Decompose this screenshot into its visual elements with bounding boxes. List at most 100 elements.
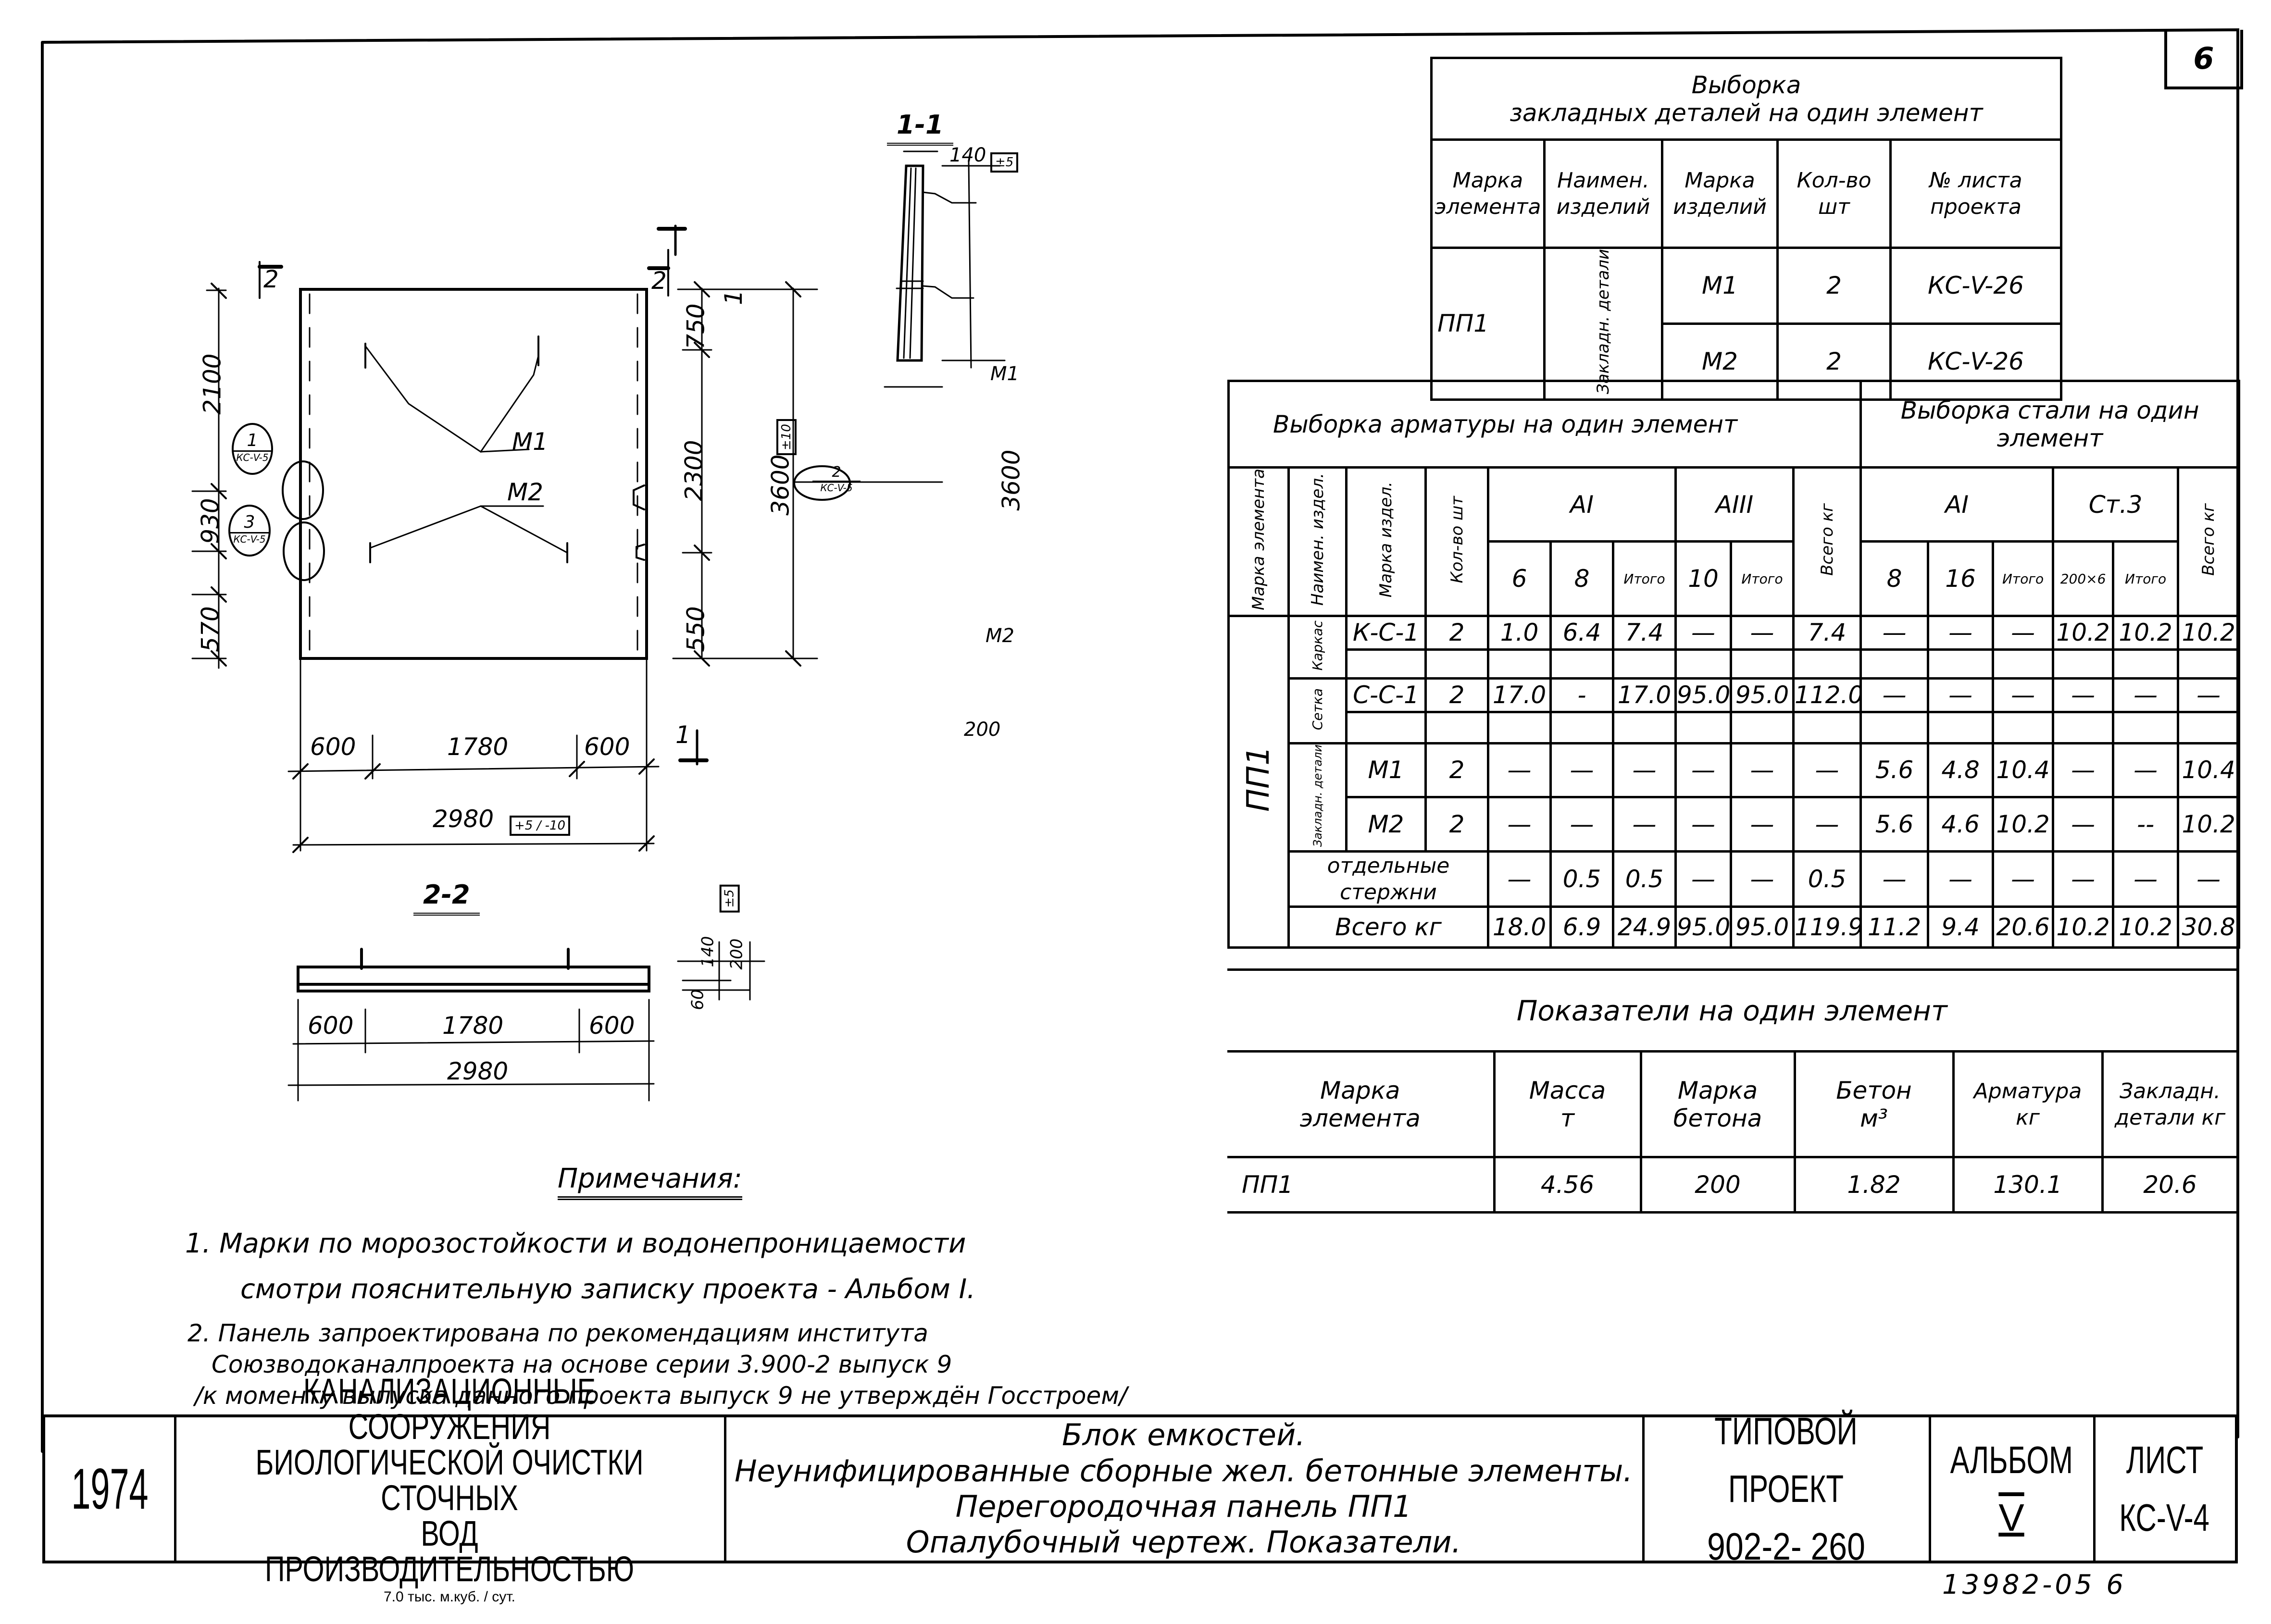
table-cell: 112.0 <box>1792 677 1862 713</box>
item-mark: М1 <box>1661 247 1779 325</box>
table-cell: 20.6 <box>1992 905 2055 949</box>
table-row-separate-bars: отдельные стержни — 0.5 0.5 — — 0.5 — — … <box>1229 850 2241 908</box>
table-cell: 17.0 <box>1487 677 1552 713</box>
table-cell: 0.5 <box>1549 850 1614 908</box>
title-block-description: Блок емкостей. Неунифицированные сборные… <box>725 1417 1645 1561</box>
table-cell: — <box>1927 850 1995 908</box>
item-sheet-ref[interactable]: КС-V-26 <box>1889 247 2062 325</box>
leader-label-m2: M2 <box>986 625 1014 647</box>
table-cell: 1.0 <box>1487 614 1552 651</box>
table-cell: — <box>1612 742 1677 799</box>
header-steel-total-kg: Всего кг <box>2177 466 2241 617</box>
mass-value: 4.56 <box>1493 1156 1642 1214</box>
item-mark: С-С-1 <box>1345 677 1427 713</box>
subheader: 8 <box>1549 540 1614 617</box>
callout-3[interactable]: 3 КС-V-5 <box>228 505 271 557</box>
total-label: Всего кг <box>1287 905 1489 949</box>
table-cell: — <box>1730 796 1795 853</box>
table-cell: 5.6 <box>1859 796 1930 853</box>
table-row: ПП1 Каркас К-С-1 2 1.0 6.4 7.4 — — 7.4 —… <box>1227 614 2241 949</box>
table-cell <box>1927 710 1995 744</box>
table-row: Закладн. детали М1 2 — — — — — — 5.6 4.8… <box>1229 742 2241 853</box>
dim-thickness-bottom: 200 <box>964 719 1001 741</box>
table-cell: 10.2 <box>2052 614 2115 651</box>
table-cell: 119.9 <box>1792 905 1862 949</box>
dim-overall-width-tolerance: +5 / -10 <box>510 807 571 836</box>
table-cell: 6.9 <box>1549 905 1614 949</box>
table-cell: — <box>1674 742 1732 799</box>
table-cell: — <box>1859 850 1930 908</box>
header-sheet-no: № листа проекта <box>1889 138 2062 249</box>
archive-number: 13982-05 6 <box>1942 1569 2127 1600</box>
frame-border <box>41 28 2239 1453</box>
subheader: 10 <box>1674 540 1732 617</box>
corner-sheet-number: 6 <box>2164 30 2243 89</box>
table-cell <box>1730 710 1795 744</box>
table-cell <box>1424 648 1489 680</box>
table-cell: — <box>1487 850 1552 908</box>
embedded-parts-value: 20.6 <box>2101 1156 2239 1214</box>
table-cell <box>1345 648 1427 680</box>
table-cell <box>1549 648 1614 680</box>
table-cell: 0.5 <box>1792 850 1862 908</box>
concrete-grade-value: 200 <box>1639 1156 1796 1214</box>
subheader: Итого <box>1992 540 2055 617</box>
table-cell: 9.4 <box>1927 905 1995 949</box>
table-cell <box>1549 710 1614 744</box>
title-block: 1974 КАНАЛИЗАЦИОННЫЕ СООРУЖЕНИЯ БИОЛОГИЧ… <box>42 1374 2238 1604</box>
title-block-project-name: КАНАЛИЗАЦИОННЫЕ СООРУЖЕНИЯ БИОЛОГИЧЕСКОЙ… <box>175 1374 726 1604</box>
callout-2[interactable]: 2 КС-V-5 <box>812 464 861 497</box>
dim-bottom-center: 1780 <box>447 733 509 761</box>
header-element-mark: Марка элемента <box>1430 138 1546 249</box>
table-row-total: Всего кг 18.0 6.9 24.9 95.0 95.0 119.9 1… <box>1229 905 2241 949</box>
table-cell: — <box>2112 677 2180 713</box>
dim-2-2-140: 140 <box>698 936 718 967</box>
subheader: Итого <box>1612 540 1677 617</box>
dim-right-mid: 2300 <box>680 440 708 501</box>
label-m2: M2 <box>507 478 543 506</box>
table-cell: — <box>2052 742 2115 799</box>
item-qty: 2 <box>1424 614 1489 651</box>
embedded-parts-title: Выборка закладных деталей на один элемен… <box>1430 57 2062 141</box>
group-zaklad: Закладн. детали <box>1287 742 1348 853</box>
table-cell <box>1612 648 1677 680</box>
element-mark: ПП1 <box>1227 1156 1496 1214</box>
table-cell <box>2112 710 2180 744</box>
table-cell: 30.8 <box>2177 905 2241 949</box>
table-cell: — <box>1927 614 1995 651</box>
dim-left-bottom: 570 <box>196 606 225 652</box>
group-karkas: Каркас <box>1287 614 1348 680</box>
separate-bars-label: отдельные стержни <box>1287 850 1489 908</box>
table-cell: — <box>1487 742 1552 799</box>
header-total-kg: Всего кг <box>1792 466 1862 617</box>
table-cell: 6.4 <box>1549 614 1614 651</box>
header-st3: Ст.3 <box>2052 466 2180 543</box>
rebar-value: 130.1 <box>1952 1156 2104 1214</box>
dim-thickness-tolerance: ±5 <box>990 144 1019 173</box>
dim-right-bottom: 550 <box>682 606 710 652</box>
dim-right-top: 750 <box>682 303 710 349</box>
callout-1[interactable]: 1 КС-V-5 <box>232 423 273 475</box>
dim-2-2-overall: 2980 <box>447 1057 509 1085</box>
table-cell: 4.8 <box>1927 742 1995 799</box>
title-block-year: 1974 <box>45 1417 176 1561</box>
item-qty: 2 <box>1424 796 1489 853</box>
item-qty: 2 <box>1776 247 1892 325</box>
dim-overall-width: 2980 <box>433 805 494 833</box>
header-a3: АIII <box>1674 466 1795 543</box>
table-cell: 10.2 <box>2052 905 2115 949</box>
table-cell <box>1792 648 1862 680</box>
table-cell: — <box>1674 850 1732 908</box>
table-cell <box>1859 648 1930 680</box>
table-cell <box>1674 710 1732 744</box>
header-item-mark: Марка издел. <box>1345 466 1427 617</box>
title-block-sheet: ЛИСТ КС-V-4 <box>2119 1438 2210 1539</box>
table-cell: — <box>1730 742 1795 799</box>
element-mark-cell: ПП1 <box>1227 614 1290 949</box>
table-cell <box>2112 648 2180 680</box>
table-cell: — <box>1549 796 1614 853</box>
header-item-mark: Марка изделий <box>1661 138 1779 249</box>
